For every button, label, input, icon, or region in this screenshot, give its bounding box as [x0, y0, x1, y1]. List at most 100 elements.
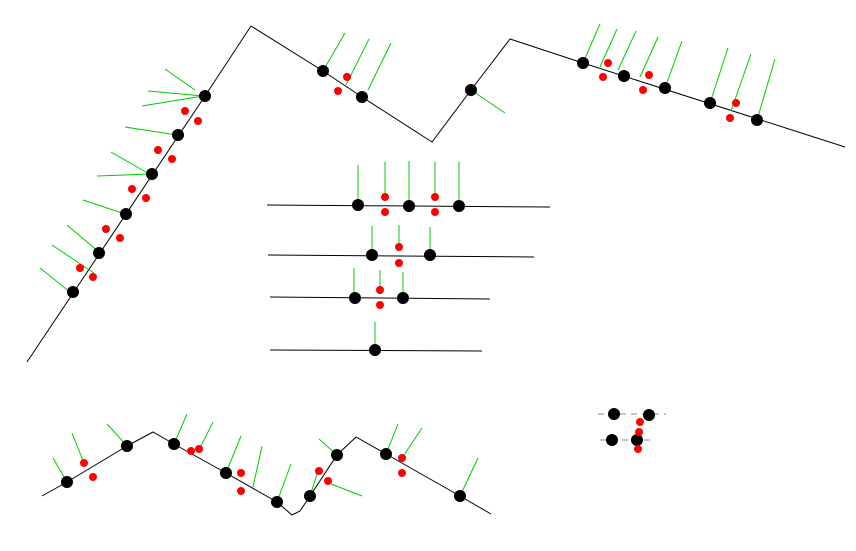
node-27	[271, 496, 283, 508]
tick-48	[459, 457, 479, 497]
marker-12	[334, 87, 342, 95]
marker-3	[102, 225, 110, 233]
marker-36	[398, 469, 406, 477]
node-10	[577, 57, 589, 69]
tick-16	[599, 28, 618, 68]
node-23	[61, 476, 73, 488]
node-31	[454, 490, 466, 502]
nodes-layer	[61, 57, 763, 508]
marker-19	[381, 193, 389, 201]
marker-28	[89, 473, 97, 481]
marker-33	[315, 467, 323, 475]
node-25	[168, 438, 180, 450]
marker-7	[154, 146, 162, 154]
marker-26	[376, 301, 384, 309]
node-7	[317, 65, 329, 77]
node-8	[356, 91, 368, 103]
marker-2	[89, 273, 97, 281]
marker-5	[128, 185, 136, 193]
polyline-6	[41, 431, 492, 516]
tick-10	[164, 68, 196, 91]
node-29	[331, 449, 343, 461]
marker-31	[237, 469, 245, 477]
marker-17	[732, 99, 740, 107]
tick-39	[198, 421, 214, 451]
node-2	[93, 247, 105, 259]
tick-20	[709, 47, 729, 104]
polyline-3	[267, 254, 535, 258]
node-32	[608, 408, 620, 420]
marker-32	[237, 487, 245, 495]
tick-22	[756, 58, 776, 121]
node-12	[659, 82, 671, 94]
marker-21	[431, 193, 439, 201]
tick-6	[110, 151, 152, 176]
tick-42	[276, 463, 292, 503]
node-14	[751, 114, 763, 126]
marker-37	[636, 418, 644, 426]
markers-layer	[76, 59, 740, 495]
marker-10	[194, 117, 202, 125]
tick-4	[82, 199, 126, 215]
node-6	[199, 90, 211, 102]
node-18	[366, 249, 378, 261]
polyline-4	[269, 296, 491, 300]
marker-30	[195, 445, 203, 453]
marker-6	[142, 194, 150, 202]
node-35	[631, 434, 643, 446]
marker-14	[599, 73, 607, 81]
tick-2	[51, 244, 95, 274]
node-11	[618, 70, 630, 82]
tick-17	[617, 30, 637, 71]
tick-40	[225, 435, 242, 474]
tick-15	[582, 23, 601, 64]
node-21	[397, 292, 409, 304]
marker-34	[324, 477, 332, 485]
node-5	[172, 129, 184, 141]
marker-16	[639, 86, 647, 94]
node-4	[146, 168, 158, 180]
tick-13	[367, 42, 392, 91]
tick-3	[66, 224, 101, 254]
tick-36	[71, 432, 85, 464]
tick-1	[39, 267, 71, 293]
tick-9	[147, 90, 204, 97]
tick-47	[401, 427, 423, 459]
tick-5	[96, 173, 151, 177]
marker-23	[395, 243, 403, 251]
marker-8	[168, 155, 176, 163]
marker-22	[431, 208, 439, 216]
node-16	[403, 200, 415, 212]
ticks-layer	[39, 23, 776, 503]
node-34	[606, 434, 618, 446]
node-22	[369, 344, 381, 356]
tick-8	[141, 95, 204, 107]
tick-7	[124, 126, 178, 136]
node-24	[121, 440, 133, 452]
marker-9	[181, 107, 189, 115]
node-17	[453, 200, 465, 212]
tick-41	[252, 445, 263, 488]
marker-25	[376, 286, 384, 294]
marker-4	[116, 234, 124, 242]
node-3	[120, 208, 132, 220]
marker-15	[645, 71, 653, 79]
marker-39	[634, 445, 642, 453]
marker-35	[398, 454, 406, 462]
node-13	[704, 97, 716, 109]
node-1	[67, 286, 79, 298]
tick-18	[639, 36, 659, 78]
marker-38	[635, 428, 643, 436]
marker-29	[187, 447, 195, 455]
marker-20	[381, 208, 389, 216]
tick-14	[470, 89, 506, 114]
marker-13	[604, 59, 612, 67]
marker-11	[343, 73, 351, 81]
polylines-layer	[26, 25, 846, 516]
node-15	[352, 199, 364, 211]
marker-24	[395, 259, 403, 267]
node-9	[465, 84, 477, 96]
polyline-1	[26, 25, 846, 363]
tick-11	[322, 32, 346, 72]
